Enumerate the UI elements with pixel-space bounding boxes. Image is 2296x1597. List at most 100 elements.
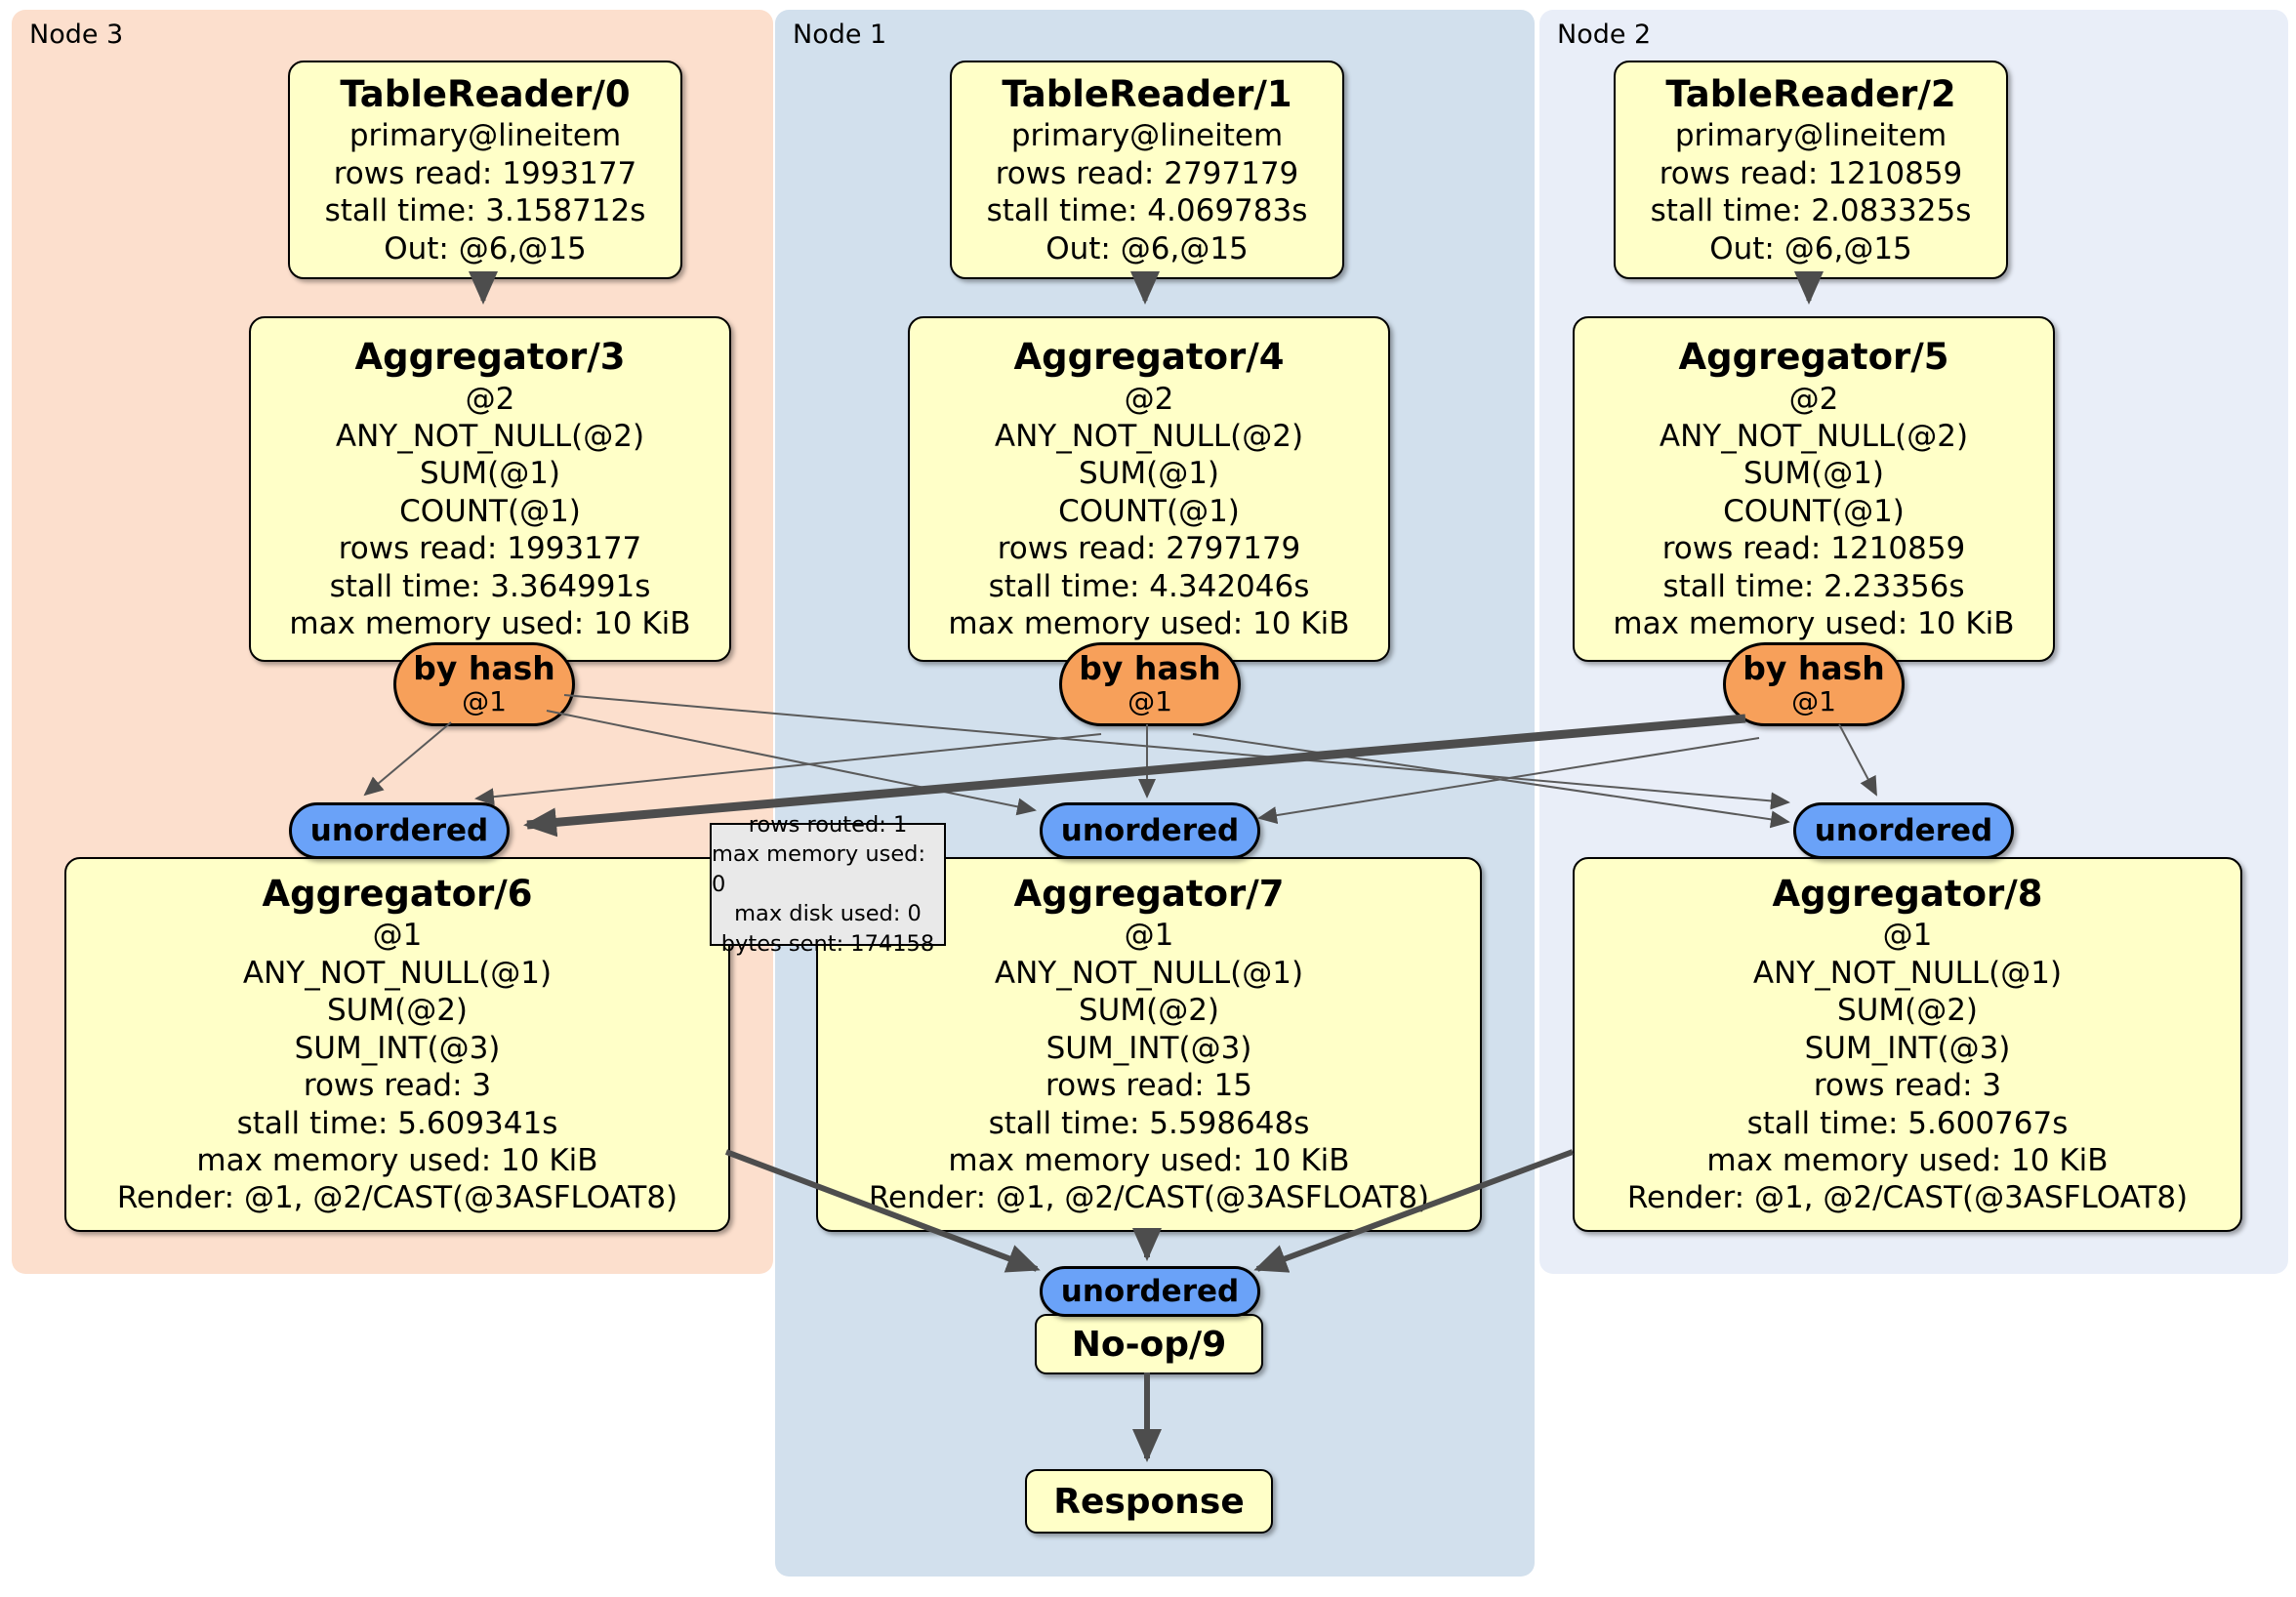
aggregator-4-box[interactable]: Aggregator/4 @2 ANY_NOT_NULL(@2) SUM(@1)… <box>908 316 1390 662</box>
node2-label: Node 2 <box>1557 20 1652 50</box>
box-line: primary@lineitem <box>1674 118 1948 154</box>
unordered-sync-node2[interactable]: unordered <box>1793 802 2014 859</box>
hash-router-node2[interactable]: by hash @1 <box>1723 642 1905 726</box>
tooltip-line: max disk used: 0 <box>734 901 922 927</box>
stream-stats-tooltip: rows routed: 1 max memory used: 0 max di… <box>710 812 946 957</box>
box-line: max memory used: 10 KiB <box>289 606 691 642</box>
box-line: COUNT(@1) <box>1058 493 1240 529</box>
box-line: stall time: 2.083325s <box>1650 193 1972 229</box>
box-line: ANY_NOT_NULL(@2) <box>335 419 645 455</box>
box-line: stall time: 4.069783s <box>986 193 1308 229</box>
box-line: max memory used: 10 KiB <box>1613 606 2015 642</box>
box-line: SUM_INT(@3) <box>1046 1030 1252 1066</box>
box-line: @2 <box>465 381 515 417</box>
box-title: Aggregator/4 <box>1013 336 1285 379</box>
box-line: max memory used: 10 KiB <box>948 606 1350 642</box>
box-title: No-op/9 <box>1071 1324 1227 1365</box>
aggregator-3-box[interactable]: Aggregator/3 @2 ANY_NOT_NULL(@2) SUM(@1)… <box>249 316 731 662</box>
box-line: SUM(@2) <box>1836 993 1979 1029</box>
box-line: stall time: 2.23356s <box>1662 568 1965 604</box>
box-line: Out: @6,@15 <box>1709 230 1912 266</box>
box-line: rows read: 1210859 <box>1661 531 1966 567</box>
box-line: SUM(@1) <box>1078 456 1220 492</box>
box-line: rows read: 2797179 <box>995 155 1299 191</box>
box-line: @2 <box>1788 381 1839 417</box>
box-line: @1 <box>372 918 423 954</box>
box-title: Aggregator/6 <box>262 873 533 916</box>
box-title: Aggregator/3 <box>354 336 626 379</box>
box-title: Aggregator/7 <box>1013 873 1285 916</box>
box-line: rows read: 1210859 <box>1659 155 1963 191</box>
box-line: primary@lineitem <box>348 118 622 154</box>
box-line: rows read: 15 <box>1046 1068 1252 1104</box>
box-title: TableReader/1 <box>1002 73 1292 115</box>
box-line: Render: @1, @2/CAST(@3ASFLOAT8) <box>868 1180 1430 1216</box>
box-line: stall time: 3.364991s <box>329 568 651 604</box>
box-title: Aggregator/8 <box>1772 873 2043 916</box>
tooltip-line: rows routed: 1 <box>748 812 908 839</box>
unordered-sync-label: unordered <box>1060 1274 1240 1309</box>
box-line: stall time: 3.158712s <box>324 193 646 229</box>
box-line: @1 <box>1124 918 1174 954</box>
box-line: Render: @1, @2/CAST(@3ASFLOAT8) <box>116 1180 678 1216</box>
box-line: ANY_NOT_NULL(@2) <box>1659 419 1969 455</box>
unordered-sync-node1[interactable]: unordered <box>1040 802 1260 859</box>
box-title: Aggregator/5 <box>1678 336 1949 379</box>
box-line: COUNT(@1) <box>1723 493 1905 529</box>
box-line: max memory used: 10 KiB <box>948 1143 1350 1178</box>
node1-label: Node 1 <box>793 20 887 50</box>
hash-router-node1[interactable]: by hash @1 <box>1059 642 1241 726</box>
hash-router-label: by hash <box>1079 649 1221 688</box>
box-line: primary@lineitem <box>1010 118 1284 154</box>
box-line: rows read: 1993177 <box>333 155 637 191</box>
box-line: SUM(@2) <box>1078 993 1220 1029</box>
unordered-sync-label: unordered <box>1814 813 1993 848</box>
box-line: SUM_INT(@3) <box>1804 1030 2011 1066</box>
box-line: ANY_NOT_NULL(@1) <box>994 955 1304 991</box>
hash-router-column: @1 <box>1791 684 1836 717</box>
tooltip-line: bytes sent: 174158 <box>720 930 935 957</box>
box-line: COUNT(@1) <box>399 493 581 529</box>
box-line: SUM_INT(@3) <box>294 1030 501 1066</box>
hash-router-label: by hash <box>413 649 555 688</box>
box-line: stall time: 5.598648s <box>988 1105 1310 1141</box>
unordered-sync-node3[interactable]: unordered <box>289 802 510 859</box>
box-line: @2 <box>1124 381 1174 417</box>
box-title: TableReader/2 <box>1665 73 1956 115</box>
box-line: stall time: 4.342046s <box>988 568 1310 604</box>
tablereader-0-box[interactable]: TableReader/0 primary@lineitem rows read… <box>288 61 682 279</box>
box-line: rows read: 1993177 <box>338 531 642 567</box>
box-title: TableReader/0 <box>340 73 631 115</box>
box-line: stall time: 5.600767s <box>1746 1105 2069 1141</box>
box-line: rows read: 3 <box>1813 1068 2002 1104</box>
unordered-sync-final[interactable]: unordered <box>1040 1266 1260 1317</box>
tablereader-1-box[interactable]: TableReader/1 primary@lineitem rows read… <box>950 61 1344 279</box>
hash-router-node3[interactable]: by hash @1 <box>393 642 575 726</box>
box-line: stall time: 5.609341s <box>236 1105 558 1141</box>
box-line: ANY_NOT_NULL(@1) <box>1752 955 2063 991</box>
box-title: Response <box>1053 1481 1245 1522</box>
hash-router-column: @1 <box>462 684 507 717</box>
tablereader-2-box[interactable]: TableReader/2 primary@lineitem rows read… <box>1614 61 2008 279</box>
noop-9-box[interactable]: No-op/9 <box>1035 1314 1263 1374</box>
hash-router-column: @1 <box>1128 684 1172 717</box>
box-line: SUM(@1) <box>1742 456 1885 492</box>
box-line: SUM(@2) <box>326 993 469 1029</box>
box-line: max memory used: 10 KiB <box>1706 1143 2109 1178</box>
box-line: Render: @1, @2/CAST(@3ASFLOAT8) <box>1626 1180 2189 1216</box>
response-box[interactable]: Response <box>1025 1469 1273 1534</box>
aggregator-5-box[interactable]: Aggregator/5 @2 ANY_NOT_NULL(@2) SUM(@1)… <box>1573 316 2055 662</box>
box-line: max memory used: 10 KiB <box>196 1143 598 1178</box>
aggregator-6-box[interactable]: Aggregator/6 @1 ANY_NOT_NULL(@1) SUM(@2)… <box>64 857 730 1232</box>
box-line: ANY_NOT_NULL(@1) <box>242 955 553 991</box>
aggregator-8-box[interactable]: Aggregator/8 @1 ANY_NOT_NULL(@1) SUM(@2)… <box>1573 857 2242 1232</box>
box-line: ANY_NOT_NULL(@2) <box>994 419 1304 455</box>
box-line: rows read: 2797179 <box>997 531 1301 567</box>
hash-router-label: by hash <box>1742 649 1885 688</box>
box-line: rows read: 3 <box>303 1068 492 1104</box>
unordered-sync-label: unordered <box>1060 813 1240 848</box>
box-line: @1 <box>1882 918 1933 954</box>
node3-label: Node 3 <box>29 20 124 50</box>
unordered-sync-label: unordered <box>309 813 489 848</box>
